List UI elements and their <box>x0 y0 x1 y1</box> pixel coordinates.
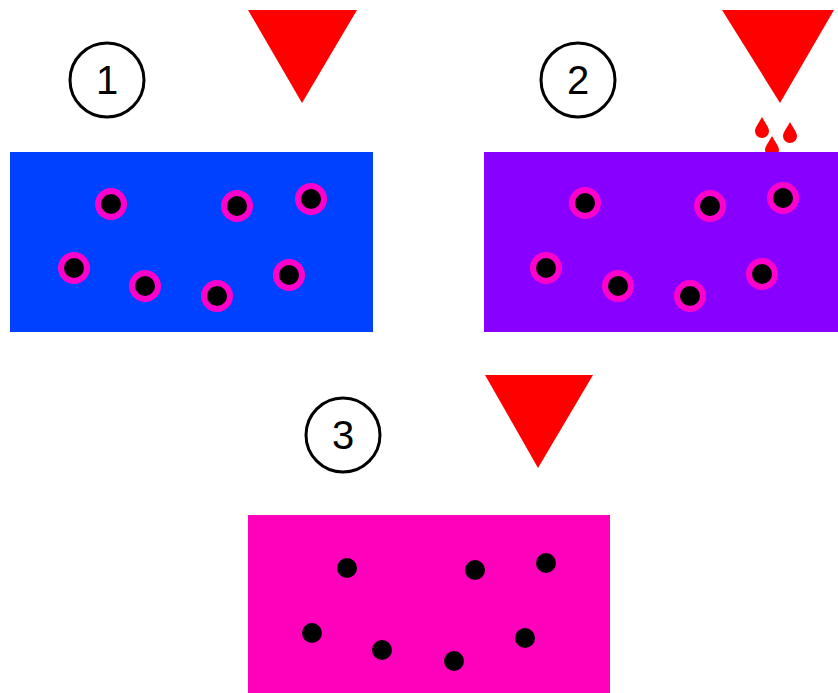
step-number-circle: 2 <box>539 41 617 119</box>
step-number: 1 <box>96 60 118 100</box>
dropper-triangle <box>485 375 593 468</box>
step-number: 3 <box>332 415 354 455</box>
ringed-particles <box>58 183 327 312</box>
bare-particles <box>302 553 556 671</box>
ringed-particles <box>530 182 799 312</box>
step-number-circle: 1 <box>68 41 146 119</box>
step-number: 2 <box>567 60 589 100</box>
dropper-triangle <box>248 10 357 103</box>
blue-solution <box>10 152 373 332</box>
drops <box>755 117 797 157</box>
step-number-circle: 3 <box>304 396 382 474</box>
magenta-solution <box>248 515 610 693</box>
dropper-triangle <box>722 10 834 103</box>
purple-solution <box>484 152 838 332</box>
